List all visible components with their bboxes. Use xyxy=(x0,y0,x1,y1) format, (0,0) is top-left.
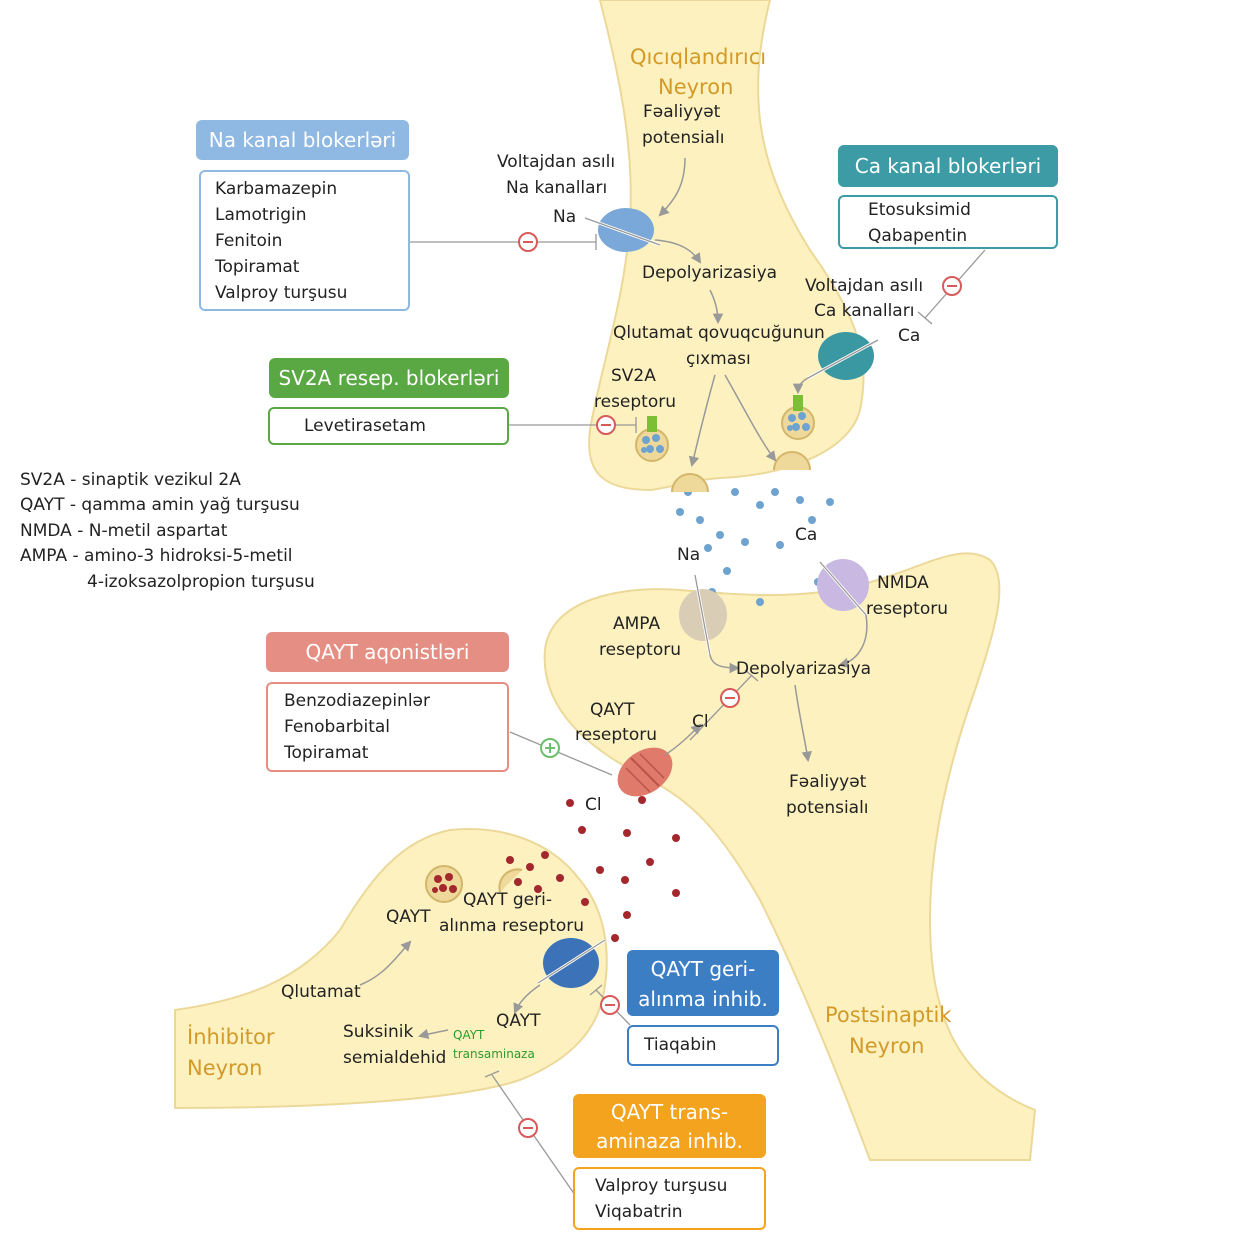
na-ion-label-mid: Na xyxy=(677,545,701,565)
depolarization-label-post: Depolyarizasiya xyxy=(736,659,872,679)
ca-blockers-list: Etosuksimid Qabapentin xyxy=(838,195,1058,249)
sv2a-blockers-list: Levetirasetam xyxy=(268,407,509,445)
legend-gaba: QAYT - qamma amin yağ turşusu xyxy=(20,495,300,515)
gaba-agonists-list: Benzodiazepinlər Fenobarbital Topiramat xyxy=(266,682,509,772)
drug-item: Viqabatrin xyxy=(595,1202,683,1222)
ca-channel-label-2: Ca kanalları xyxy=(814,301,915,321)
action-potential-post-label-2: potensialı xyxy=(786,798,869,818)
cl-ion-label-left: Cl xyxy=(585,795,602,815)
drug-item: Levetirasetam xyxy=(304,416,426,436)
glutamate-release-label-2: çıxması xyxy=(686,349,751,369)
activate-marker xyxy=(540,738,560,758)
action-potential-label-1: Fəaliyyət xyxy=(643,102,721,122)
inhibitory-neuron-shape xyxy=(174,828,608,1110)
drug-item: Qabapentin xyxy=(868,226,968,246)
gaba-reuptake-inhibitors-list: Tiaqabin xyxy=(627,1025,779,1066)
ampa-receptor-label-1: AMPA xyxy=(613,614,661,634)
na-channel-label-1: Voltajdan asılı xyxy=(497,152,616,172)
gaba-transaminase-label-1: QAYT xyxy=(453,1028,485,1042)
gaba-reuptake-label-2: alınma reseptoru xyxy=(439,916,585,936)
drug-item: Fenobarbital xyxy=(284,717,391,737)
header-line: alınma inhib. xyxy=(638,987,768,1011)
na-blockers-list: Karbamazepin Lamotrigin Fenitoin Topiram… xyxy=(199,170,410,311)
na-ion-label-top: Na xyxy=(553,207,577,227)
postsynaptic-neuron-label-2: Neyron xyxy=(849,1034,925,1058)
inhibit-markers xyxy=(518,232,962,1138)
header-line: QAYT trans- xyxy=(610,1100,729,1124)
drug-item: Lamotrigin xyxy=(215,205,307,225)
header-line: aminaza inhib. xyxy=(596,1129,743,1153)
cl-ion-label-right: Cl xyxy=(692,712,709,732)
na-blockers-header: Na kanal blokerləri xyxy=(196,120,409,160)
sv2a-receptor-label-2: reseptoru xyxy=(594,392,677,412)
ampa-receptor-label-2: reseptoru xyxy=(599,640,682,660)
flow-arrows xyxy=(359,157,868,1040)
postsynaptic-neuron-shape xyxy=(543,552,1037,1161)
drug-item: Benzodiazepinlər xyxy=(284,691,430,711)
legend-ampa: AMPA - amino-3 hidroksi-5-metil xyxy=(20,546,293,566)
gaba-reuptake-inhibitors-header: QAYT geri- alınma inhib. xyxy=(627,950,779,1016)
gaba-transaminase-inhibitors-header: QAYT trans- aminaza inhib. xyxy=(573,1094,766,1158)
inhibitory-neuron-label-1: İnhibitor xyxy=(187,1025,275,1049)
gaba-molecules xyxy=(506,796,680,942)
drug-item: Valproy turşusu xyxy=(595,1176,728,1196)
drug-item: Valproy turşusu xyxy=(215,283,348,303)
drug-item: Topiramat xyxy=(284,743,369,763)
drug-item: Tiaqabin xyxy=(644,1035,717,1055)
drug-item: Topiramat xyxy=(215,257,300,277)
gaba-label-vesicle: QAYT xyxy=(386,907,431,927)
gaba-receptor-label-2: reseptoru xyxy=(575,725,658,745)
gaba-vesicles xyxy=(425,865,523,903)
na-channel-label-2: Na kanalları xyxy=(506,178,608,198)
action-potential-post-label-1: Fəaliyyət xyxy=(789,772,867,792)
gaba-receptor-label-1: QAYT xyxy=(590,700,635,720)
depolarization-label-top: Depolyarizasiya xyxy=(642,263,778,283)
header-line: QAYT geri- xyxy=(650,957,756,981)
ca-ion-label-mid: Ca xyxy=(795,525,818,545)
ca-ion-label-top: Ca xyxy=(898,326,921,346)
sv2a-blockers-header: SV2A resep. blokerləri xyxy=(269,358,509,398)
drug-item: Etosuksimid xyxy=(868,200,971,220)
excitatory-neuron-label-1: Qıcıqlandırıcı xyxy=(630,45,767,69)
legend-ampa-cont: 4-izoksazolpropion turşusu xyxy=(87,572,315,592)
gaba-label-inside: QAYT xyxy=(496,1011,541,1031)
action-potential-label-2: potensialı xyxy=(642,128,725,148)
postsynaptic-neuron-label-1: Postsinaptik xyxy=(825,1003,952,1027)
succinic-semialdehyde-label-1: Suksinik xyxy=(343,1022,414,1042)
gaba-receptor xyxy=(617,747,673,797)
drug-item: Karbamazepin xyxy=(215,179,338,199)
voltage-na-channel xyxy=(598,208,654,252)
nmda-receptor-label-2: reseptoru xyxy=(866,599,949,619)
gaba-transaminase-label-2: transaminaza xyxy=(453,1047,535,1061)
inhibitory-neuron-label-2: Neyron xyxy=(187,1056,263,1080)
nmda-receptor-label-1: NMDA xyxy=(877,573,929,593)
ca-channel-label-1: Voltajdan asılı xyxy=(805,276,924,296)
excitatory-neuron-label-2: Neyron xyxy=(658,75,734,99)
gaba-agonists-header: QAYT aqonistləri xyxy=(266,632,509,672)
glutamate-release-label-1: Qlutamat qovuqcuğunun xyxy=(613,323,825,343)
glutamate-vesicles xyxy=(635,395,815,493)
glutamate-label-inhibitory: Qlutamat xyxy=(281,982,361,1002)
gaba-transaminase-inhibitors-list: Valproy turşusu Viqabatrin xyxy=(573,1167,766,1230)
gaba-reuptake-label-1: QAYT geri- xyxy=(463,890,552,910)
ca-blockers-header: Ca kanal blokerləri xyxy=(838,145,1058,187)
succinic-semialdehyde-label-2: semialdehid xyxy=(343,1048,447,1068)
legend-sv2a: SV2A - sinaptik vezikul 2A xyxy=(20,470,241,490)
legend-nmda: NMDA - N-metil aspartat xyxy=(20,521,228,541)
sv2a-receptor-label-1: SV2A xyxy=(611,366,656,386)
drug-item: Fenitoin xyxy=(215,231,283,251)
